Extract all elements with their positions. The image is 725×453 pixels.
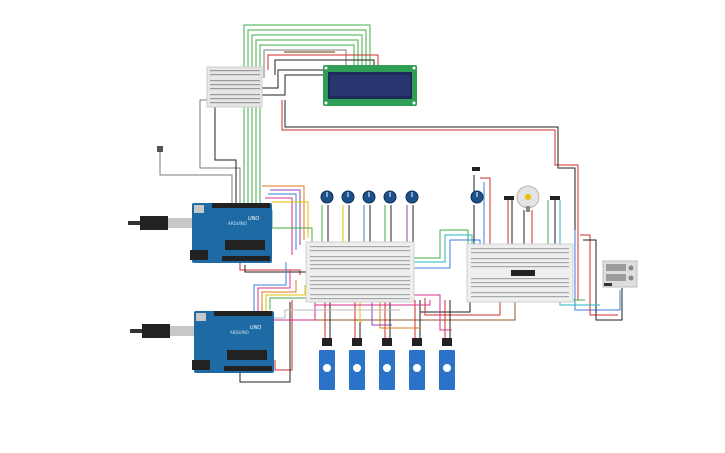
power-jack xyxy=(196,313,206,321)
servo-motor[interactable] xyxy=(349,338,365,390)
wire[interactable] xyxy=(199,99,241,205)
power-supply[interactable] xyxy=(602,260,638,288)
board-logo-text: ARDUINO xyxy=(228,221,247,226)
usb-plug xyxy=(140,216,168,230)
wire[interactable] xyxy=(214,100,237,205)
servo-motor[interactable] xyxy=(379,338,395,390)
digital-header xyxy=(212,203,270,208)
usb-port xyxy=(170,326,196,336)
usb-plug xyxy=(142,324,170,338)
wire[interactable] xyxy=(261,280,297,314)
pushbutton[interactable] xyxy=(157,146,163,152)
usb-cable xyxy=(130,329,144,333)
wire[interactable] xyxy=(583,239,623,321)
mount-hole xyxy=(324,101,328,105)
breadboard-holes xyxy=(210,70,260,104)
wire[interactable] xyxy=(268,193,297,250)
wire[interactable] xyxy=(253,262,287,318)
mini-breadboard[interactable] xyxy=(206,66,263,108)
wire[interactable] xyxy=(480,177,491,248)
wire[interactable] xyxy=(255,39,359,205)
wire[interactable] xyxy=(274,300,293,371)
digital-header xyxy=(214,311,272,316)
sensor-header[interactable] xyxy=(472,167,480,171)
wire[interactable] xyxy=(244,265,311,280)
dc-motor[interactable] xyxy=(516,185,540,212)
dc-jack xyxy=(192,360,210,370)
wire[interactable] xyxy=(159,150,233,205)
usb-cable xyxy=(128,221,142,225)
breadboard-middle[interactable] xyxy=(305,241,415,303)
wire[interactable] xyxy=(270,189,301,245)
wire[interactable] xyxy=(257,270,291,316)
servo-motor[interactable] xyxy=(439,338,455,390)
wire[interactable] xyxy=(238,300,431,321)
wire[interactable] xyxy=(263,49,347,78)
mount-hole xyxy=(412,66,416,70)
servo-motor[interactable] xyxy=(319,338,335,390)
wire[interactable] xyxy=(272,201,309,238)
ic-chip[interactable] xyxy=(511,270,535,276)
wire[interactable] xyxy=(580,234,618,316)
lcd-display[interactable] xyxy=(323,65,417,106)
servos xyxy=(319,338,455,390)
mount-hole xyxy=(324,66,328,70)
wire[interactable] xyxy=(265,285,306,312)
breadboard-holes xyxy=(310,246,410,300)
wire[interactable] xyxy=(412,234,473,263)
arduino-top[interactable]: ARDUINO UNO xyxy=(128,203,272,263)
wire[interactable] xyxy=(424,298,501,316)
wire[interactable] xyxy=(262,68,331,96)
breadboard-holes xyxy=(471,248,569,298)
sensor-header[interactable] xyxy=(550,196,560,200)
wire[interactable] xyxy=(267,54,379,70)
wire[interactable] xyxy=(379,292,420,329)
wire[interactable] xyxy=(239,302,291,383)
wire[interactable] xyxy=(265,197,293,255)
usb-port xyxy=(168,218,194,228)
mount-hole xyxy=(412,101,416,105)
wire[interactable] xyxy=(400,294,452,331)
wire[interactable] xyxy=(251,34,363,205)
servo-motor[interactable] xyxy=(409,338,425,390)
wire[interactable] xyxy=(243,24,371,205)
breadboard-right[interactable] xyxy=(466,243,574,303)
chip xyxy=(225,240,265,250)
wire[interactable] xyxy=(281,100,579,300)
power-jack xyxy=(194,205,204,213)
wire[interactable] xyxy=(559,200,600,306)
wire[interactable] xyxy=(412,239,481,269)
wire[interactable] xyxy=(274,59,375,75)
potentiometers xyxy=(320,190,484,204)
wire[interactable] xyxy=(259,44,355,205)
board-logo-text: ARDUINO xyxy=(230,330,249,335)
wire[interactable] xyxy=(284,100,576,298)
wire[interactable] xyxy=(247,29,367,205)
wire[interactable] xyxy=(262,185,305,240)
wire[interactable] xyxy=(239,262,301,275)
board-brand-text: UNO xyxy=(248,216,259,222)
arduino-bottom[interactable]: ARDUINO UNO xyxy=(130,311,274,373)
sensor-header[interactable] xyxy=(504,196,514,200)
wire[interactable] xyxy=(574,230,621,311)
board-brand-text: UNO xyxy=(250,325,261,331)
chip xyxy=(227,350,267,360)
wire[interactable] xyxy=(412,229,469,259)
analog-header xyxy=(222,256,270,261)
dc-jack xyxy=(190,250,208,260)
analog-header xyxy=(224,366,272,371)
